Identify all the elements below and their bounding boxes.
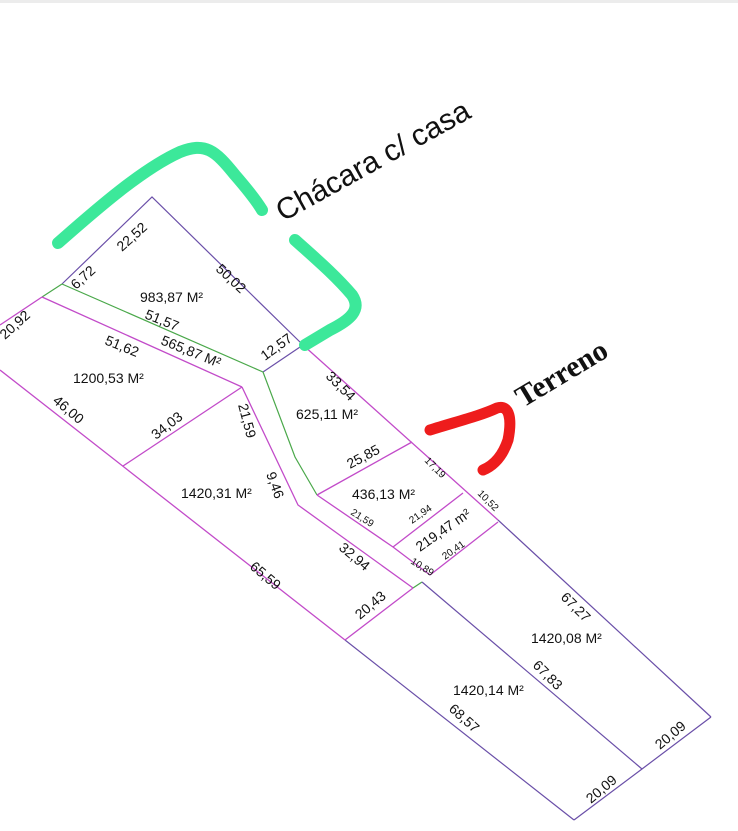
lot-area: 436,13 M² (352, 486, 415, 502)
right-edge-upper (302, 344, 499, 521)
terreno-annotation: Terreno (510, 333, 614, 414)
dimension-label: 6,72 (67, 262, 98, 292)
lot-area-labels: 983,87 M² 565,87 M² 1200,53 M² 625,11 M²… (73, 289, 602, 698)
dimension-label: 21,94 (407, 503, 434, 527)
line-67-83 (421, 581, 643, 770)
top-edge-strip (0, 0, 738, 3)
lot-area: 1420,14 M² (453, 682, 524, 698)
chacara-left-edge (61, 196, 304, 346)
outer-bottom-left-magenta (0, 369, 346, 641)
dimension-label: 67,27 (558, 589, 594, 625)
red-arrow-stroke (424, 401, 516, 476)
lot-1200-top (41, 296, 243, 388)
green-corner (41, 283, 63, 298)
dimension-label: 25,85 (344, 441, 383, 472)
plot-boundaries (0, 196, 712, 821)
dimension-label: 50,02 (213, 260, 250, 296)
left-edge-20-92 (0, 296, 43, 326)
line-34-03 (122, 386, 243, 467)
bottom-edge-20-09 (573, 716, 712, 821)
dimension-label: 21,59 (235, 402, 260, 440)
dimension-label: 20,09 (583, 771, 620, 806)
dimension-label: 12,57 (257, 330, 295, 364)
dimension-label: 33,54 (323, 368, 359, 404)
green-marker-stroke (52, 141, 362, 351)
dimension-label: 68,57 (446, 700, 483, 735)
road-magenta-line (241, 386, 414, 589)
dimension-label: 10,89 (408, 556, 435, 579)
chacara-12-57-edge (262, 344, 304, 373)
dimension-label: 32,94 (336, 539, 373, 574)
dimension-label: 51,57 (143, 306, 182, 334)
dimension-label: 20,92 (0, 307, 33, 342)
chacara-green-edge (61, 283, 264, 373)
dimension-labels: 22,52 6,72 20,92 50,02 51,57 51,62 12,57… (0, 219, 689, 807)
lot-area: 1200,53 M² (73, 370, 144, 386)
dimension-label: 22,52 (113, 219, 150, 254)
line-21-94 (392, 492, 464, 548)
road-green-line (262, 371, 318, 496)
dimension-label: 51,62 (103, 332, 142, 360)
chacara-annotation: Chácara c/ casa (270, 94, 476, 228)
line-20-43 (344, 587, 414, 641)
dimension-label: 20,43 (352, 587, 389, 622)
line-20-41 (429, 521, 499, 576)
dimension-label: 67,83 (530, 657, 566, 693)
lot-area: 1420,31 M² (181, 485, 252, 501)
dimension-label: 20,41 (440, 539, 467, 563)
line-25-85 (316, 441, 413, 496)
outer-bottom-left-purple (344, 639, 575, 821)
dimension-label: 46,00 (50, 392, 87, 427)
dimension-label: 17,19 (422, 455, 448, 481)
right-edge-lower (497, 519, 712, 718)
lot-area: 983,87 M² (140, 289, 203, 305)
lot-area: 625,11 M² (296, 406, 358, 422)
green-joint (412, 581, 423, 589)
lot-area: 1420,08 M² (531, 630, 602, 646)
